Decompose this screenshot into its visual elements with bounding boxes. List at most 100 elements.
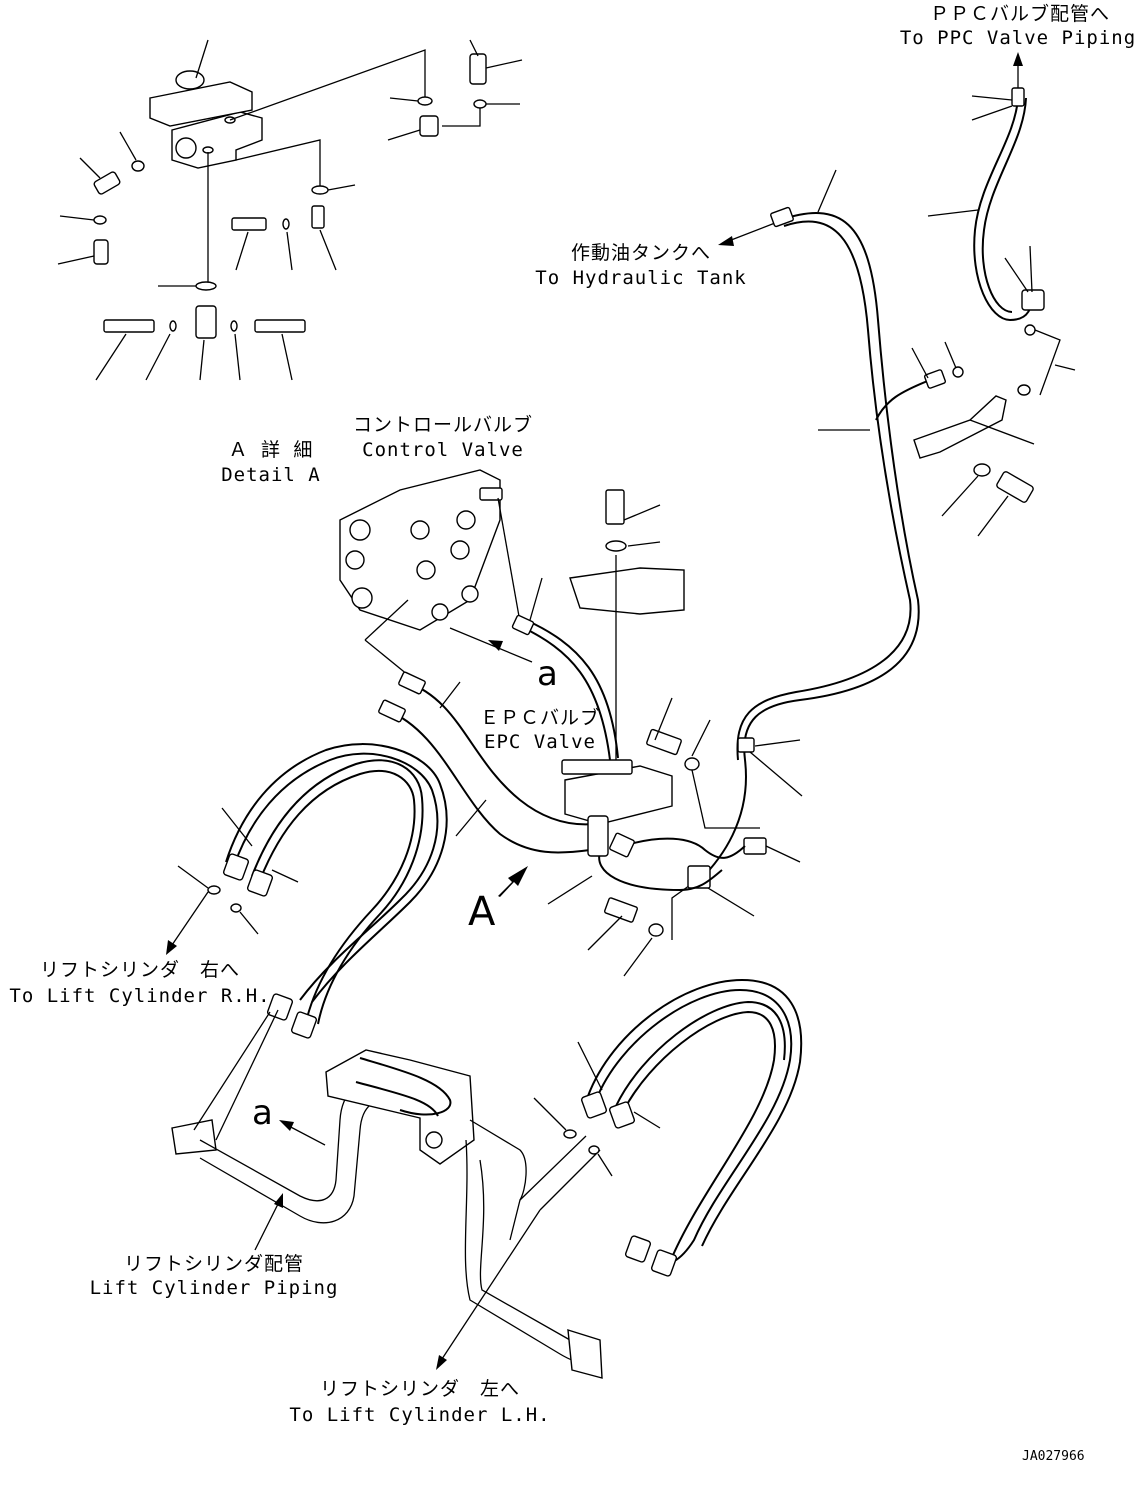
epc-port-fitting <box>587 815 609 857</box>
o-ring <box>93 215 107 225</box>
hose-lh-4 <box>615 1000 786 1107</box>
leader <box>119 131 137 161</box>
leader <box>1054 364 1076 371</box>
arrow-lift-lh <box>439 1209 541 1363</box>
hose-end <box>254 319 306 333</box>
label-epc-en: EPC Valve <box>484 731 596 753</box>
hose-epc-clamp-2 <box>598 851 723 892</box>
leader <box>57 255 95 265</box>
label-lift-lh-jp: リフトシリンダ 左へ <box>320 1378 520 1400</box>
arrows <box>166 52 1023 1370</box>
arrow-lift-rh <box>169 891 209 949</box>
leader <box>145 333 171 381</box>
o-ring <box>131 160 145 172</box>
hose-fitting <box>469 53 487 85</box>
leader <box>623 504 661 521</box>
leader <box>387 129 421 141</box>
tube-bracket <box>913 395 1007 459</box>
cv-port <box>456 510 476 530</box>
leader <box>547 875 593 905</box>
leader <box>439 681 461 709</box>
pipe-lh-mid <box>479 1159 571 1341</box>
detail-connector <box>175 70 205 90</box>
manifold-hose <box>359 1057 452 1116</box>
washer <box>605 540 627 552</box>
leader <box>235 231 249 271</box>
o-ring <box>417 96 433 106</box>
pipe-lh-lower <box>464 1139 601 1365</box>
washer <box>973 463 991 477</box>
hose-clamp <box>737 737 755 753</box>
hose-end <box>231 217 267 231</box>
detail-block-top <box>149 81 253 127</box>
leader <box>941 475 979 517</box>
bolt <box>605 489 625 525</box>
leader <box>281 333 293 381</box>
leader <box>199 339 205 381</box>
epc-bracket <box>569 567 685 615</box>
o-ring <box>195 281 217 291</box>
hose-end <box>103 319 155 333</box>
leader <box>239 911 259 935</box>
o-ring <box>1024 324 1036 336</box>
detail-link-2 <box>235 139 321 186</box>
leader <box>59 215 95 221</box>
lift-cylinder-piping <box>171 1009 603 1379</box>
label-a-lower: a <box>252 1093 273 1133</box>
hose-ppc-2 <box>981 97 1027 313</box>
leader <box>765 845 801 863</box>
hose-fitting <box>924 369 946 389</box>
lift-rh-hoses <box>177 743 448 1039</box>
leader <box>539 1149 601 1211</box>
cv-port <box>461 585 479 603</box>
leader <box>95 333 127 381</box>
leader <box>597 1153 613 1177</box>
leader <box>485 59 523 69</box>
leader <box>327 184 356 191</box>
hose-lh-2 <box>587 978 803 1247</box>
hose-cv-lower-2 <box>385 709 591 854</box>
cv-port <box>351 587 373 609</box>
bolt <box>604 897 638 923</box>
bolt <box>996 471 1034 503</box>
label-tank-jp: 作動油タンクへ <box>571 242 711 264</box>
label-lift-rh-en: To Lift Cylinder R.H. <box>9 985 270 1007</box>
leader <box>971 105 1013 121</box>
pipe-flange-lh <box>567 1329 603 1379</box>
cv-port <box>416 560 436 580</box>
label-tank-en: To Hydraulic Tank <box>535 267 746 289</box>
hose-fitting <box>511 614 535 636</box>
leader <box>529 577 543 621</box>
leader <box>319 229 337 271</box>
o-ring <box>952 366 964 378</box>
leader <box>587 915 623 951</box>
label-detail-jp: Ａ 詳 細 <box>229 439 314 461</box>
cv-port <box>345 550 365 570</box>
arrow-a-upper <box>449 627 533 663</box>
epc-solenoid <box>561 759 633 775</box>
o-ring <box>311 185 329 195</box>
hose-lh-1 <box>595 988 793 1265</box>
text-labels: ＰＰＣバルブ配管へ To PPC Valve Piping 作動油タンクへ To… <box>9 2 1135 1464</box>
leader <box>286 231 293 271</box>
leader <box>817 169 837 213</box>
o-ring <box>230 320 238 332</box>
washer <box>684 757 700 771</box>
label-lift-rh-jp: リフトシリンダ 右へ <box>40 959 240 981</box>
epc-valve-body <box>564 765 673 825</box>
label-arrow-a: A <box>468 889 496 935</box>
leader <box>977 495 1009 537</box>
arrowhead-ppc <box>1013 52 1023 66</box>
hose-cv-lower-1 <box>405 681 595 826</box>
hose-fitting <box>580 1091 608 1119</box>
hose-rh-2 <box>225 743 448 1003</box>
leader <box>221 807 253 847</box>
o-ring <box>207 885 221 895</box>
label-lift-piping-en: Lift Cylinder Piping <box>90 1277 339 1299</box>
arrow-lift-piping <box>254 1199 281 1251</box>
hose-fitting-ppc <box>1011 87 1025 107</box>
detail-link-1 <box>229 49 426 121</box>
hose-fitting <box>378 699 406 723</box>
o-ring <box>282 218 290 230</box>
